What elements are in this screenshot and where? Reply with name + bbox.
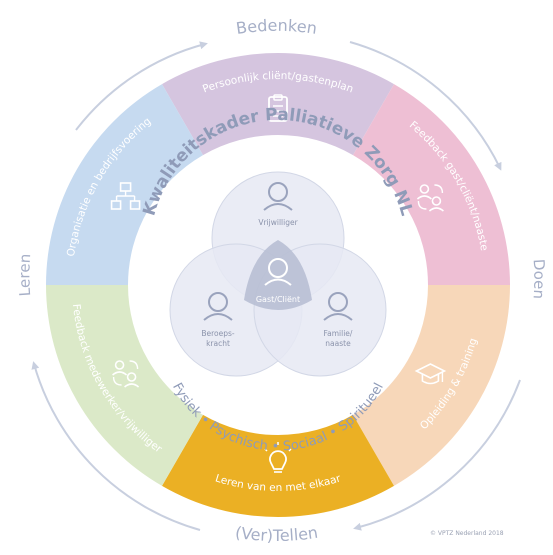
segment-opleiding-training <box>353 285 510 486</box>
cycle-arc-top-left <box>75 41 208 131</box>
clipboard-icon <box>268 94 288 122</box>
segment-leren-van-en-met-elkaar <box>162 414 394 518</box>
segment-feedback-gast-cli-nt-naaste <box>353 84 510 285</box>
cycle-label-left: Leren <box>15 253 34 297</box>
cycle-label-top: Bedenken <box>235 16 319 38</box>
copyright: © VPTZ Nederland 2018 <box>430 530 504 537</box>
venn-label-core: Gast/Cliënt <box>256 295 300 304</box>
cycle-label-bottom: (Ver)Tellen <box>234 523 319 545</box>
segment-persoonlijk-cli-nt-gastenplan <box>162 52 394 156</box>
people-feedback-icon <box>112 360 140 388</box>
org-chart-icon <box>110 182 141 210</box>
venn-diagram <box>169 171 387 377</box>
venn-label-volunteer: Vrijwilliger <box>258 218 298 227</box>
cycle-arc-bottom-left <box>31 361 201 531</box>
person-icon <box>263 182 293 211</box>
venn-label-professional: Beroeps- <box>201 329 235 338</box>
person-icon <box>203 292 233 321</box>
venn-core <box>244 240 312 310</box>
segment-organisatie-en-bedrijfsvoering <box>46 84 203 285</box>
person-icon <box>323 292 353 321</box>
cycle-label-right: Doen <box>530 258 549 299</box>
venn-label-professional-2: kracht <box>206 339 230 348</box>
segment-feedback-medewerker-vrijwilliger <box>45 285 203 486</box>
cycle-arc-top-right <box>349 41 502 171</box>
person-icon <box>264 258 292 286</box>
lightbulb-icon <box>264 442 292 473</box>
cycle-arc-right-bottom <box>353 379 521 531</box>
venn-label-family: Familie/ <box>324 329 353 338</box>
people-feedback-icon <box>416 184 444 212</box>
cycle-ring <box>31 41 521 531</box>
venn-label-family-2: naaste <box>325 339 351 348</box>
graduation-cap-icon <box>414 363 447 385</box>
